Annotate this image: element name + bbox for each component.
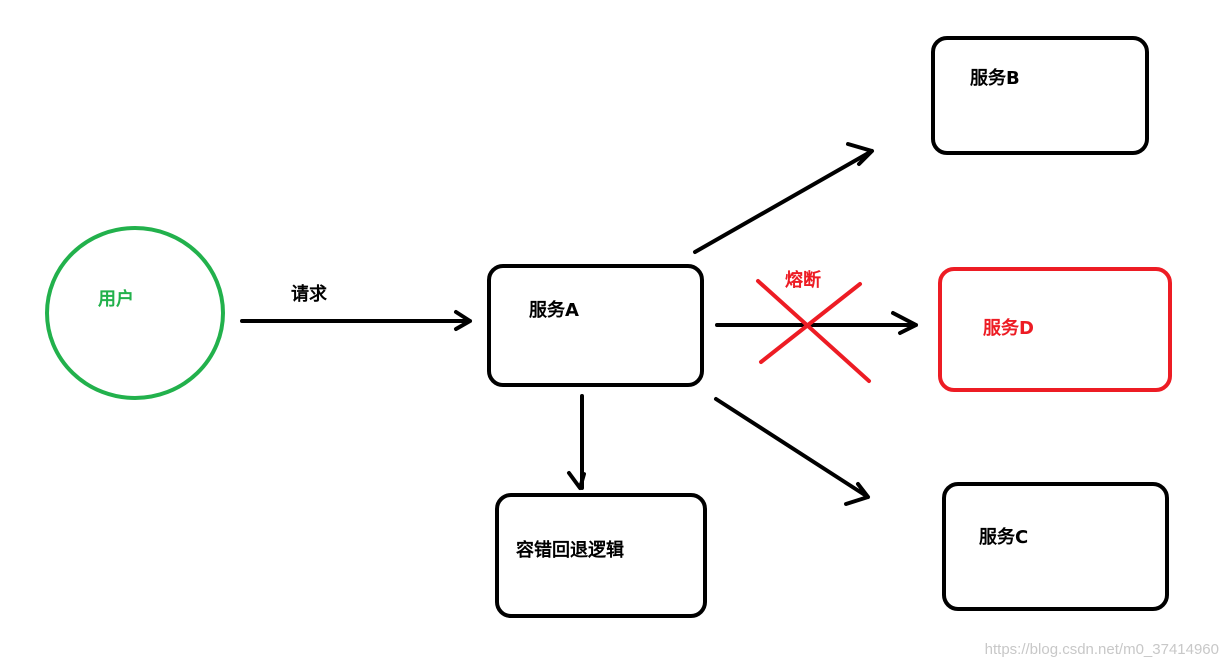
user-node-label: 用户: [98, 289, 134, 310]
fallback-label: 容错回退逻辑: [516, 540, 624, 561]
request-arrow: [240, 310, 472, 331]
service-a-box: [487, 264, 704, 387]
arrow-a-to-d: [715, 311, 918, 335]
circuit-break-label: 熔断: [785, 270, 821, 291]
service-a-label: 服务A: [529, 300, 579, 321]
service-d-label: 服务D: [983, 318, 1034, 339]
arrow-a-to-c: [714, 397, 870, 506]
service-b-box: [931, 36, 1149, 155]
service-c-label: 服务C: [979, 527, 1029, 548]
service-c-box: [942, 482, 1169, 611]
circuit-break-cross: [756, 279, 871, 383]
watermark: https://blog.csdn.net/m0_37414960: [984, 641, 1219, 658]
service-b-label: 服务B: [970, 68, 1020, 89]
arrow-a-to-fallback: [567, 394, 586, 490]
request-edge-label: 请求: [291, 284, 327, 305]
arrow-a-to-b: [693, 142, 874, 254]
user-node-circle: [45, 226, 225, 400]
service-d-box: [938, 267, 1172, 392]
fallback-box: [495, 493, 707, 618]
